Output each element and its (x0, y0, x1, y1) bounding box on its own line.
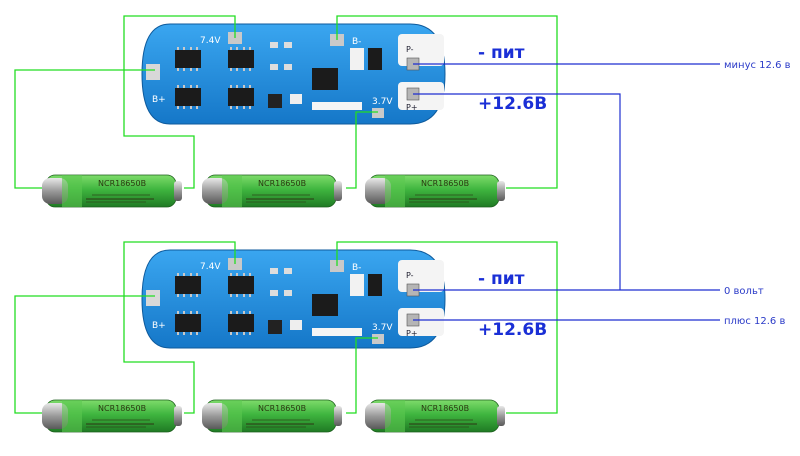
battery-cell: NCR18650B (364, 399, 506, 433)
cell-model-label: NCR18650B (258, 404, 306, 413)
battery-cell: NCR18650B (41, 399, 183, 433)
pad-p-plus-label: P+ (406, 329, 418, 338)
minus-supply-label: - пит (478, 43, 525, 63)
supply-wires-2 (413, 289, 720, 321)
battery-cell: NCR18650B (41, 174, 183, 208)
battery-cell: NCR18650B (201, 174, 343, 208)
bms-board-2: 7.4V 3.7V B- B+ P- P+ (141, 249, 446, 349)
minus-supply-label: - пит (478, 269, 525, 289)
balance-wires-1 (14, 15, 558, 189)
pad-p-minus-label: P- (406, 271, 414, 280)
cell-model-label: NCR18650B (98, 404, 146, 413)
cell-model-label: NCR18650B (258, 179, 306, 188)
bms-board-1: 7.4V 3.7V B- B+ P- P+ (141, 23, 446, 125)
pad-b-plus-label: B+ (152, 321, 166, 331)
minus-12-6-label: минус 12.6 в (724, 60, 791, 71)
supply-wires-1 (413, 63, 720, 290)
battery-cell: NCR18650B (201, 399, 343, 433)
balance-wires-2 (14, 241, 558, 414)
plus-supply-label: +12.6B (478, 320, 547, 340)
pad-p-plus-label: P+ (406, 103, 418, 112)
cell-model-label: NCR18650B (98, 179, 146, 188)
zero-volt-label: 0 вольт (724, 286, 764, 297)
pad-b-minus-label: B- (352, 37, 361, 47)
plus-supply-label: +12.6B (478, 94, 547, 114)
cell-model-label: NCR18650B (421, 404, 469, 413)
pad-b-plus-label: B+ (152, 95, 166, 105)
pad-p-minus-label: P- (406, 45, 414, 54)
tap-low-label: 7.4V (200, 262, 221, 272)
tap-low-label: 7.4V (200, 36, 221, 46)
pad-b-minus-label: B- (352, 263, 361, 273)
tap-high-label: 3.7V (372, 97, 393, 107)
tap-high-label: 3.7V (372, 323, 393, 333)
plus-12-6-label: плюс 12.6 в (724, 316, 785, 327)
cell-model-label: NCR18650B (421, 179, 469, 188)
battery-cell: NCR18650B (364, 174, 506, 208)
